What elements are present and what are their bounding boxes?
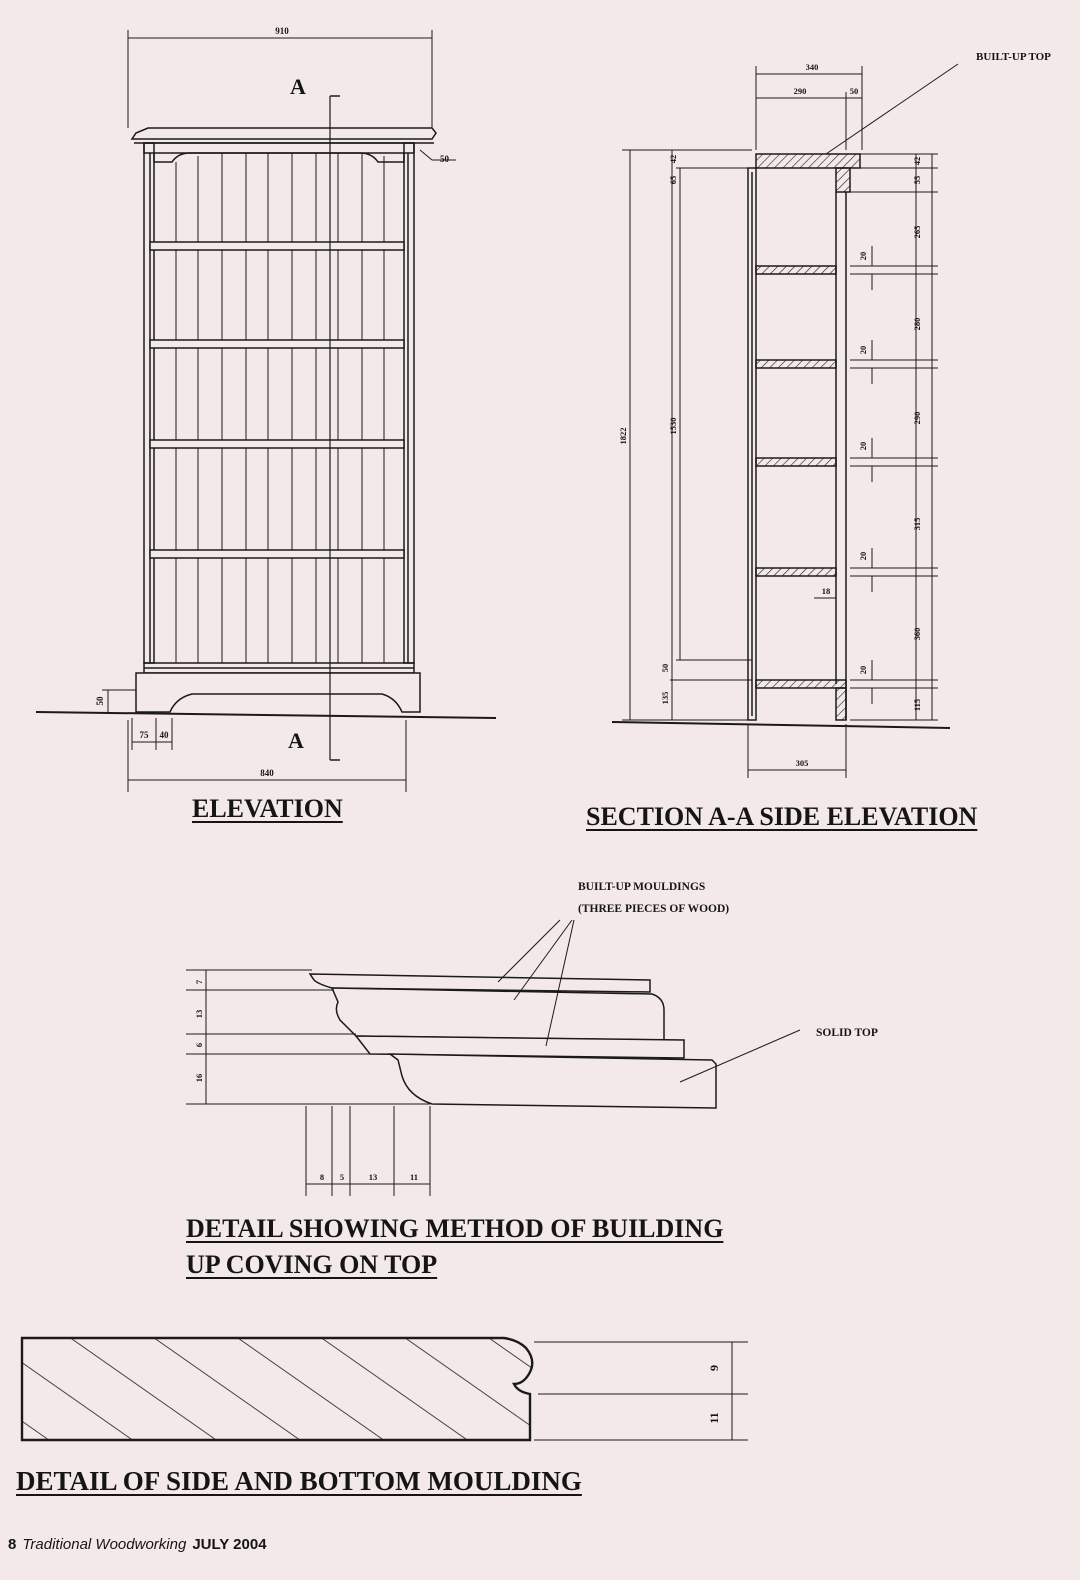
elevation-drawing: [35, 30, 497, 792]
dim-space-4: 315: [912, 518, 922, 531]
dim-top-thickness: 42: [668, 155, 678, 164]
coving-width-3: 13: [369, 1172, 378, 1182]
moulding-detail-drawing: [20, 1336, 748, 1442]
coving-width-4: 11: [410, 1172, 418, 1182]
dim-top-overhang: 50: [850, 86, 859, 96]
mouldings-label-line2: (THREE PIECES OF WOOD): [578, 903, 729, 915]
coving-height-4: 16: [194, 1074, 204, 1083]
title-coving-line1: DETAIL SHOWING METHOD OF BUILDING: [186, 1214, 724, 1243]
coving-height-2: 13: [194, 1010, 204, 1019]
section-marker-bottom: A: [288, 728, 304, 753]
coving-width-1: 8: [320, 1172, 324, 1182]
dim-space-5: 360: [912, 628, 922, 641]
dim-shelf-thickness-1: 20: [858, 252, 868, 261]
dim-space-3: 290: [912, 412, 922, 425]
dim-shelf-thickness-3: 20: [858, 442, 868, 451]
dim-overall-height: 1822: [618, 428, 628, 445]
dim-side-height: 1530: [668, 418, 678, 435]
title-section: SECTION A-A SIDE ELEVATION: [586, 802, 978, 831]
dim-shelf-thickness-2: 20: [858, 346, 868, 355]
issue-date: JULY 2004: [192, 1536, 267, 1553]
title-coving-line2: UP COVING ON TOP: [186, 1250, 438, 1279]
section-drawing: [611, 63, 959, 778]
section-markers: A A: [288, 74, 306, 753]
dim-overall-width: 910: [275, 26, 289, 36]
dim-right-upper: 55: [912, 176, 922, 185]
dim-space-2: 280: [912, 318, 922, 331]
dim-foot-width: 75: [140, 730, 150, 740]
coving-height-1: 7: [194, 979, 204, 984]
built-up-top-label: BUILT-UP TOP: [976, 51, 1051, 63]
magazine-name: Traditional Woodworking: [22, 1536, 187, 1553]
moulding-dimension-labels: 9 11: [707, 1365, 721, 1424]
dim-carcass-width: 840: [260, 768, 274, 778]
section-dimension-labels: 340 290 50 1822 42 65 1530 50 135 42 55 …: [618, 62, 922, 768]
dim-plinth-height: 50: [95, 696, 105, 706]
dim-shelf-thickness-4: 20: [858, 552, 868, 561]
coving-width-2: 5: [340, 1172, 344, 1182]
moulding-dim-upper: 9: [707, 1365, 721, 1371]
dim-lower-gap: 50: [660, 664, 670, 673]
section-marker-top: A: [290, 74, 306, 99]
title-elevation: ELEVATION: [192, 794, 343, 823]
page-number: 8: [8, 1536, 17, 1553]
dim-base-depth: 305: [796, 758, 809, 768]
dim-foot-return: 40: [160, 730, 170, 740]
dim-shelf-thickness-5: 20: [858, 666, 868, 675]
dim-cornice-projection: 50: [440, 154, 450, 164]
dim-space-1: 265: [912, 226, 922, 239]
mouldings-label-line1: BUILT-UP MOULDINGS: [578, 881, 705, 893]
elevation-dimension-labels: 910 50 50 75 40 840: [95, 26, 450, 778]
coving-callouts: BUILT-UP MOULDINGS (THREE PIECES OF WOOD…: [578, 881, 878, 1039]
dim-right-top-thickness: 42: [912, 157, 922, 166]
dim-upper-gap: 65: [668, 176, 678, 185]
page-footer: 8 Traditional Woodworking JULY 2004: [8, 1536, 267, 1553]
coving-dimension-labels: 7 13 6 16 8 5 13 11: [194, 979, 418, 1182]
dim-plinth: 115: [912, 699, 922, 711]
solid-top-label: SOLID TOP: [816, 1027, 878, 1039]
dim-top-inner: 290: [794, 86, 807, 96]
coving-detail-drawing: [186, 919, 801, 1196]
dim-base-height: 135: [660, 692, 670, 705]
coving-height-3: 6: [194, 1043, 204, 1047]
dim-depth-top: 340: [806, 62, 819, 72]
moulding-dim-lower: 11: [707, 1412, 721, 1423]
dim-shelf-setback: 18: [822, 586, 831, 596]
title-moulding: DETAIL OF SIDE AND BOTTOM MOULDING: [16, 1466, 582, 1496]
